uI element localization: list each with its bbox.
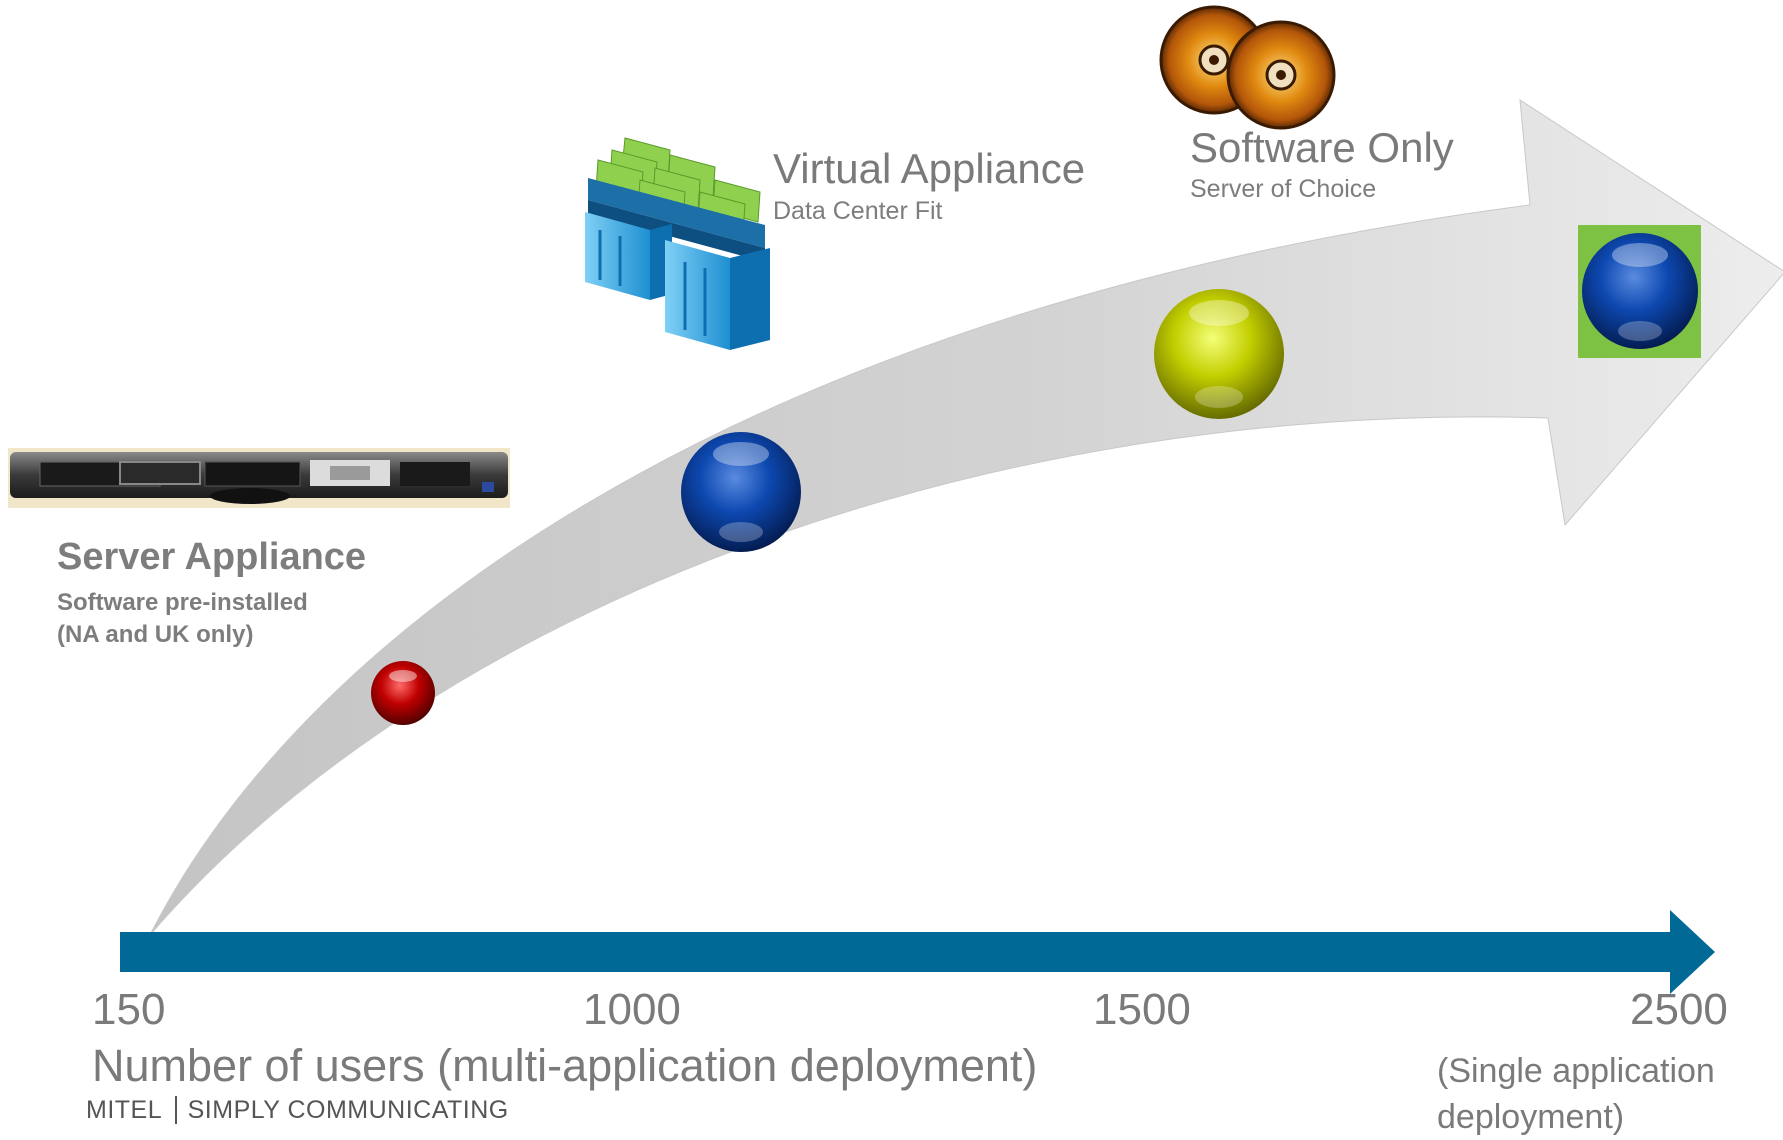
vmware-infrastructure-icon <box>585 137 770 350</box>
brand-separator <box>175 1096 177 1124</box>
stage-server-appliance-title: Server Appliance <box>57 536 367 578</box>
blue-ball-icon <box>681 432 801 552</box>
red-ball-icon <box>371 661 435 725</box>
software-discs-icon <box>1159 5 1336 130</box>
stage-software-only-title: Software Only <box>1190 124 1454 171</box>
axis-label: Number of users (multi-application deplo… <box>92 1040 1038 1091</box>
stage-virtual-appliance-subtitle: Data Center Fit <box>773 197 943 225</box>
yellow-ball-icon <box>1154 289 1284 419</box>
stage-server-appliance-line-1: Software pre-installed <box>57 589 308 616</box>
single-app-note: (Single application deployment) <box>1437 1052 1715 1136</box>
axis-tick-150: 150 <box>92 985 166 1034</box>
brand-footer: MITEL SIMPLY COMMUNICATING <box>86 1096 509 1125</box>
brand-tagline: SIMPLY COMMUNICATING <box>187 1096 509 1124</box>
server-appliance-icon <box>8 448 510 508</box>
axis-tick-1000: 1000 <box>583 985 681 1034</box>
growth-curve-arrow <box>149 99 1783 936</box>
axis-tick-2500: 2500 <box>1630 985 1728 1034</box>
users-axis-arrow <box>120 910 1715 994</box>
highlighted-blue-ball-icon <box>1578 225 1701 358</box>
axis-tick-1500: 1500 <box>1093 985 1191 1034</box>
stage-server-appliance-line-2: (NA and UK only) <box>57 621 254 648</box>
stage-software-only-subtitle: Server of Choice <box>1190 175 1377 203</box>
stage-virtual-appliance-title: Virtual Appliance <box>773 145 1086 192</box>
brand-name: MITEL <box>86 1096 163 1124</box>
